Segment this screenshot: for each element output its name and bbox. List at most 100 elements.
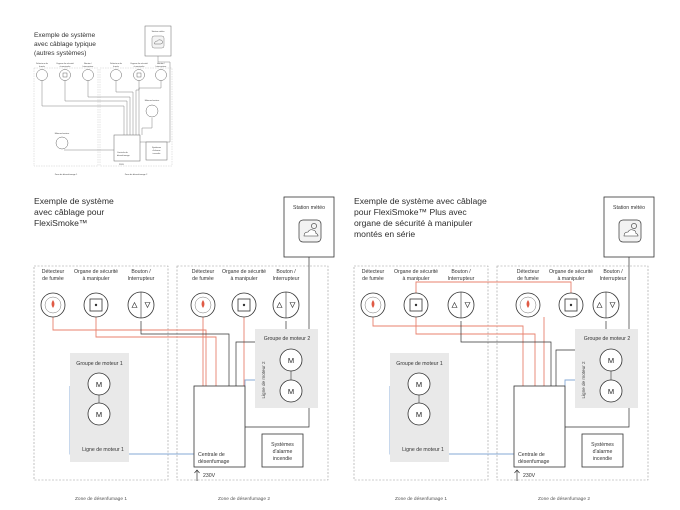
left-motor-1b (87, 402, 111, 426)
left-motor-line-2-label: Ligne de moteur 2 (261, 361, 266, 398)
arrow-up-icon (131, 301, 138, 308)
right-z1-safety-label-2: à manipuler (402, 276, 429, 282)
right-z1-smoke-label-1: Détecteur (362, 269, 385, 275)
mini-z2-switch-label-1: Bouton / (157, 62, 165, 65)
left-motor-1a (87, 372, 111, 396)
right-zone-2-label: Zone de désenfumage 2 (538, 496, 590, 502)
left-power-arrow-icon (194, 469, 200, 481)
mini-control-label-2: désenfumage (117, 155, 130, 157)
flame-icon (526, 300, 530, 308)
right-z2-safety-label-1: Organe de sécurité (549, 269, 593, 275)
right-motor-1b (407, 402, 431, 426)
mini-z2-smoke-detector (110, 69, 122, 81)
mini-z2-switch (155, 69, 167, 81)
left-motor-line-1-label: Ligne de moteur 1 (82, 447, 124, 453)
left-motor-group-1-label: Groupe de moteur 1 (76, 361, 123, 367)
right-control-label-1: Centrale de (518, 452, 545, 458)
mini-fire-label-1: Systèmes (152, 146, 161, 149)
right-z1-switch-label-1: Bouton / (451, 269, 471, 275)
right-z2-smoke-label-2: de fumée (517, 276, 539, 282)
left-title-line-3: FlexiSmoke™ (34, 218, 87, 228)
mini-weather-label: Station météo (152, 30, 166, 33)
right-fire-alarm-system (581, 433, 624, 468)
right-motor-1a (407, 372, 431, 396)
left-zone-1-label: Zone de désenfumage 1 (75, 496, 127, 502)
right-motor-1a-label: M (416, 380, 422, 389)
left-z1-smoke-label-1: Détecteur (42, 269, 65, 275)
left-zone-2-label: Zone de désenfumage 2 (218, 496, 270, 502)
mini-zone-1-frame (33, 67, 99, 167)
left-z1-smoke-detector (40, 292, 66, 318)
mini-title-line-3: (autres systèmes) (34, 50, 86, 57)
mini-weather-icon (151, 35, 165, 49)
left-z2-switch (272, 291, 300, 319)
left-diagram: Exemple de système avec câblage pour Fle… (33, 196, 335, 502)
right-power-arrow-icon (514, 469, 520, 481)
right-fire-label-3: incendie (593, 456, 612, 462)
mini-typical-wiring-diagram: Exemple de système avec câblage typique … (33, 25, 173, 176)
left-control-label-2: désenfumage (198, 459, 230, 465)
arrow-down-icon (289, 302, 296, 309)
left-motor-1b-label: M (96, 410, 102, 419)
mini-z1-switch (82, 69, 94, 81)
right-title-line-3: organe de sécurité à manipuler (354, 218, 473, 228)
left-zone-1-frame (33, 265, 169, 481)
right-z1-smoke-detector (360, 292, 386, 318)
mini-fire-label-3: incendie (153, 153, 162, 155)
right-z2-smoke-detector (515, 292, 541, 318)
flame-icon (371, 300, 375, 308)
left-motor-2a (279, 348, 303, 372)
left-fire-label-2: d'alarme (273, 449, 293, 455)
right-motor-2b (599, 379, 623, 403)
right-cloud-icon (623, 229, 639, 237)
right-z1-switch (447, 291, 475, 319)
right-control-label-2: désenfumage (518, 459, 550, 465)
left-fire-label-3: incendie (273, 456, 292, 462)
left-z1-safety-device (83, 292, 109, 318)
left-zone-2-frame (176, 265, 329, 481)
mini-fire-alarm (145, 141, 168, 161)
right-z1-safety-label-1: Organe de sécurité (394, 269, 438, 275)
left-red-wiring (52, 305, 245, 386)
mini-z1-smoke-label-2: fumée (39, 66, 46, 68)
right-z2-switch-label-1: Bouton / (603, 269, 623, 275)
right-power-label: 230V (523, 473, 536, 479)
right-z1-smoke-label-2: de fumée (362, 276, 384, 282)
mini-z1-safety-device (59, 69, 71, 81)
mini-zone-1-label: Zone de désenfumage 1 (55, 174, 78, 176)
left-z2-switch-label-1: Bouton / (276, 269, 296, 275)
flame-icon (201, 300, 205, 308)
right-title-line-4: montés en série (354, 229, 415, 239)
right-motor-1b-label: M (416, 410, 422, 419)
right-motor-line-2-label: Ligne de moteur 2 (581, 361, 586, 398)
left-power-label: 230V (203, 473, 216, 479)
arrow-up-icon (451, 301, 458, 308)
mini-z2-smoke-label-1: Détecteur de (110, 62, 123, 65)
mini-z1-switch-label-2: Interrupteur (83, 65, 94, 68)
right-weather-label: Station météo (613, 205, 645, 211)
left-z2-safety-device (231, 292, 257, 318)
arrow-down-icon (609, 302, 616, 309)
mini-z2-safety-square (136, 72, 142, 78)
mini-motor-z2 (145, 104, 159, 118)
mini-z1-smoke-label-1: Détecteur de (36, 62, 49, 65)
left-title-line-1: Exemple de système (34, 196, 114, 206)
left-z1-smoke-label-2: de fumée (42, 276, 64, 282)
mini-z1-safety-label-1: Organe de sécurité (56, 62, 75, 65)
mini-control-panel (113, 134, 141, 162)
left-motor-1a-label: M (96, 380, 102, 389)
left-control-panel (193, 385, 246, 468)
mini-z2-smoke-label-2: fumée (113, 66, 120, 68)
right-z1-switch-label-2: Interrupteur (448, 276, 475, 282)
left-z1-switch-label-1: Bouton / (131, 269, 151, 275)
left-z2-safety-label-1: Organe de sécurité (222, 269, 266, 275)
mini-z1-safety-label-2: à manipuler (60, 65, 71, 68)
left-sun-icon (311, 223, 317, 229)
right-sun-icon (631, 223, 637, 229)
mini-zone-2-frame (99, 67, 173, 167)
left-z2-smoke-detector (190, 292, 216, 318)
right-zone-1-frame (353, 265, 489, 481)
right-fire-label-1: Systèmes (591, 442, 614, 448)
left-z1-switch-label-2: Interrupteur (128, 276, 155, 282)
